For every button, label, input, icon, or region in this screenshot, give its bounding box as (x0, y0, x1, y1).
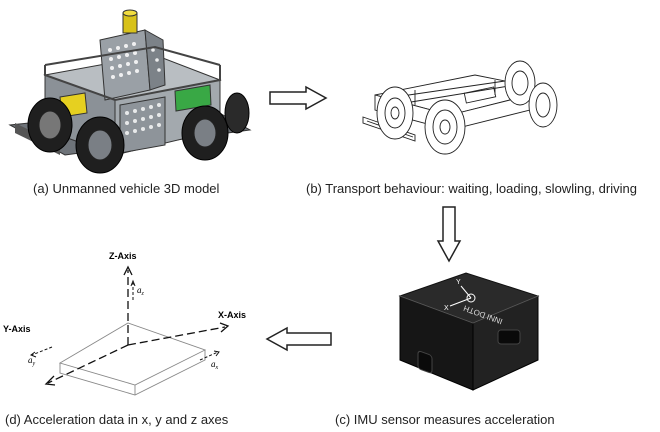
caption-d: (d) Acceleration data in x, y and z axes (5, 412, 229, 427)
sensor-axis-y: Y (456, 279, 461, 286)
arrow-right-icon (268, 85, 328, 111)
vehicle-line-drawing-image (355, 35, 560, 155)
vehicle-3d-model-image (5, 5, 255, 175)
arrow-left-icon (265, 326, 333, 352)
z-axis-label: Z-Axis (109, 251, 137, 261)
arrow-down-icon (436, 205, 462, 263)
ax-label: ax (211, 359, 219, 371)
imu-sensor-image: X Y INNI DOTH (378, 268, 553, 398)
az-label: az (137, 285, 145, 297)
x-axis-label: X-Axis (218, 310, 246, 320)
ay-label: ay (28, 355, 36, 367)
acceleration-axes-diagram: Z-Axis X-Axis Y-Axis az ax ay (0, 245, 260, 405)
sensor-axis-x: X (444, 305, 449, 312)
caption-a: (a) Unmanned vehicle 3D model (33, 181, 220, 196)
y-axis-label: Y-Axis (3, 324, 31, 334)
caption-c: (c) IMU sensor measures acceleration (335, 412, 555, 427)
caption-b: (b) Transport behaviour: waiting, loadin… (306, 181, 637, 196)
